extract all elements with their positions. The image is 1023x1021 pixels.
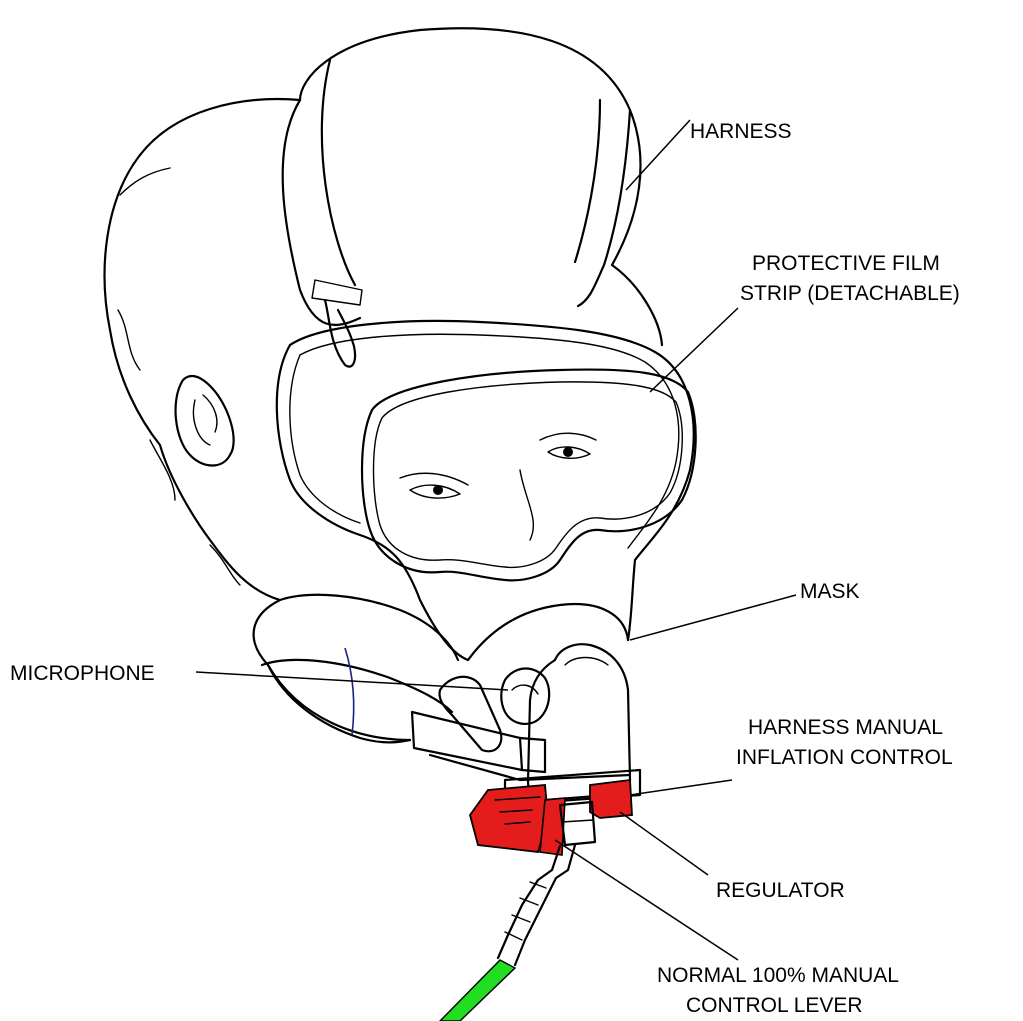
label-control-lever-1: NORMAL 100% MANUAL [657,964,899,987]
label-harness: HARNESS [690,120,792,143]
leader-control-lever [555,840,738,960]
leader-mask [630,595,796,640]
head-drawing [105,28,696,805]
leader-regulator [620,812,708,875]
label-microphone: MICROPHONE [10,662,155,685]
regulator-body [470,780,632,855]
label-protective-film-2: STRIP (DETACHABLE) [740,282,960,305]
label-protective-film-1: PROTECTIVE FILM [752,252,940,275]
label-regulator: REGULATOR [716,879,845,902]
label-harness-inflation-2: INFLATION CONTROL [736,746,953,769]
label-harness-inflation-1: HARNESS MANUAL [748,716,943,739]
communication-cord [345,648,354,735]
oxygen-hose [440,845,575,1021]
label-control-lever-2: CONTROL LEVER [686,994,863,1017]
callout-labels: HARNESS PROTECTIVE FILM STRIP (DETACHABL… [10,120,960,1017]
leader-harness-inflation [630,780,732,795]
label-mask: MASK [800,580,860,603]
leader-protective-film [650,308,738,392]
